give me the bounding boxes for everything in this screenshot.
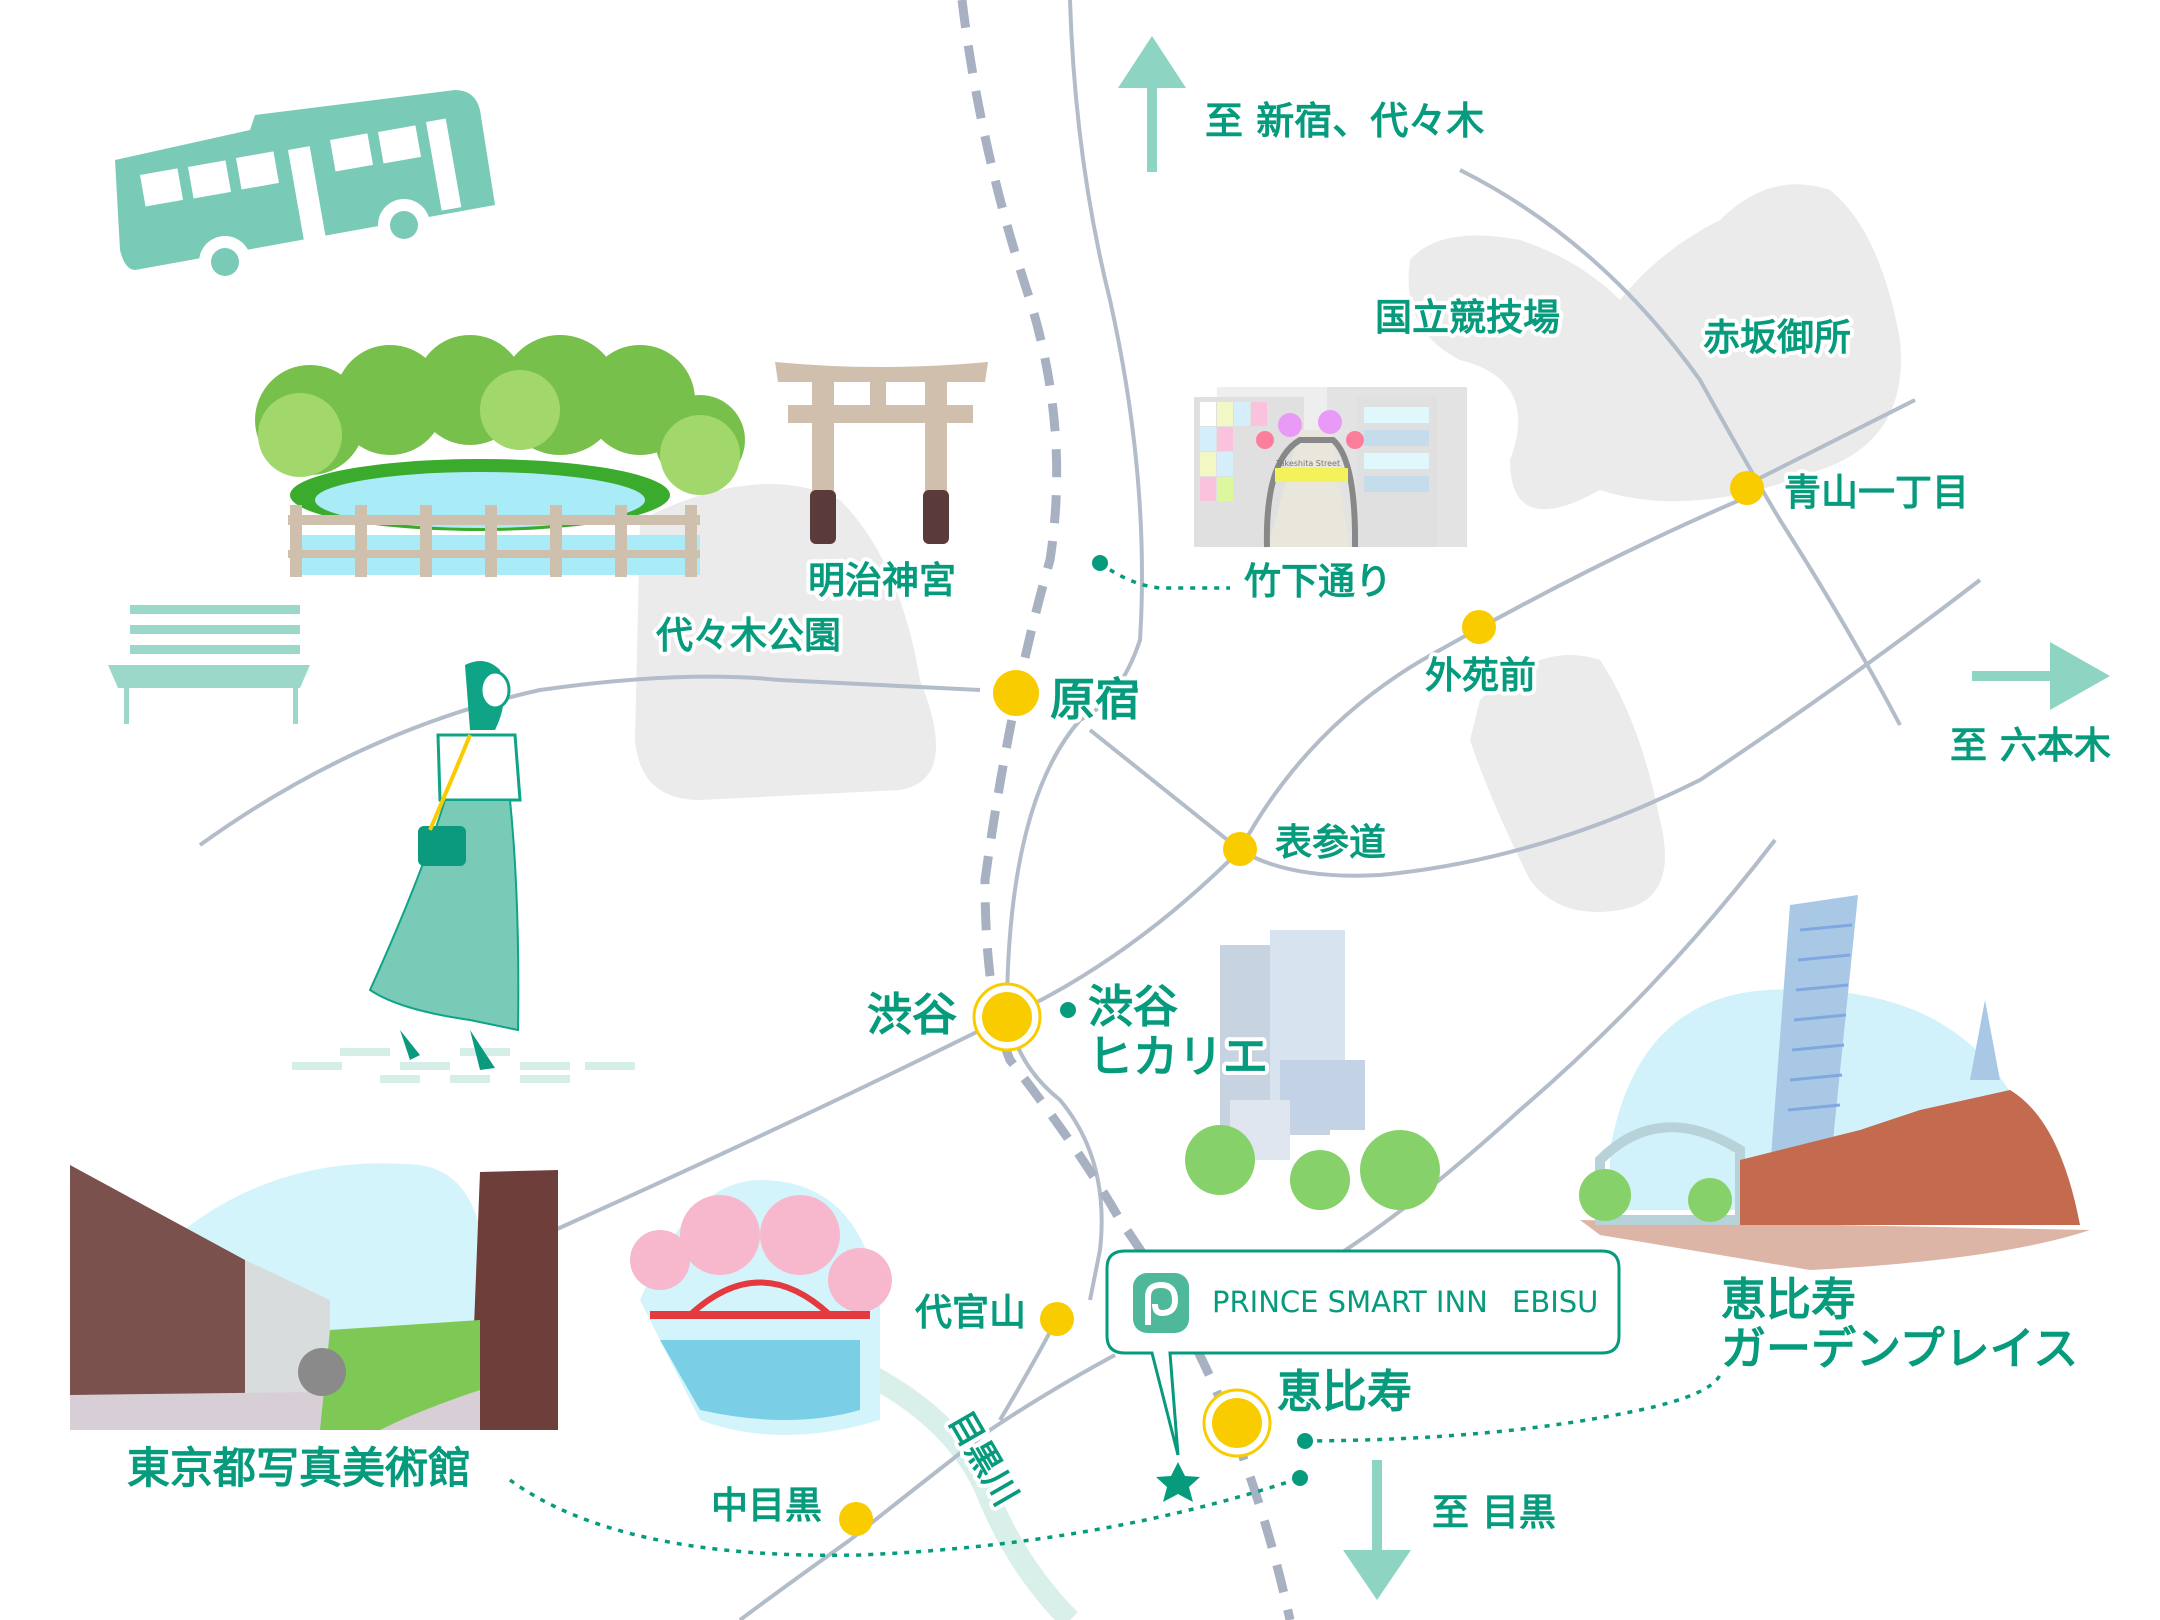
label-yoyogi-park[interactable]: 代々木公園 — [651, 610, 845, 661]
label-gaienmae[interactable]: 外苑前 — [1421, 650, 1540, 701]
jr-yamanote-line — [957, 0, 1295, 1620]
map-labels: 至 新宿、代々木 国立競技場 赤坂御所 青山一丁目 明治神宮 竹下通り 代々木公… — [123, 95, 2115, 1538]
direction-meguro: 至 目黒 — [1432, 1491, 1556, 1534]
direction-roppongi: 至 六本木 — [1950, 724, 2111, 767]
label-takeshita[interactable]: 竹下通り — [1240, 556, 1396, 607]
station-dot-nakameguro[interactable] — [839, 1502, 873, 1536]
stadium-area — [1408, 184, 1901, 510]
station-markers — [839, 471, 1764, 1536]
hotel-name: PRINCE SMART INN — [1212, 1285, 1488, 1319]
hotel-branch: EBISU — [1512, 1285, 1598, 1319]
yoyogi-area — [635, 484, 936, 800]
label-photo-museum[interactable]: 東京都写真美術館 — [123, 1440, 475, 1498]
bench-illustration — [108, 605, 310, 724]
label-aoyama-itchome[interactable]: 青山一丁目 — [1780, 467, 1973, 518]
cherry-blossom-bridge-illustration — [630, 1180, 892, 1435]
direction-shinjuku: 至 新宿、代々木 — [1205, 99, 1484, 143]
label-nakameguro[interactable]: 中目黒 — [707, 1480, 826, 1531]
label-meiji-jingu[interactable]: 明治神宮 — [804, 555, 960, 606]
hotel-logo-icon — [1133, 1273, 1189, 1333]
label-harajuku[interactable]: 原宿 — [1046, 669, 1144, 730]
leader-lines — [508, 555, 1722, 1558]
station-dot-harajuku[interactable] — [993, 670, 1039, 716]
takeshita-street-illustration: Takeshita Street — [1194, 387, 1467, 548]
roads — [198, 0, 1982, 1620]
station-dot-omotesando[interactable] — [1223, 832, 1257, 866]
label-daikanyama[interactable]: 代官山 — [910, 1287, 1030, 1338]
station-dot-gaienmae[interactable] — [1462, 610, 1496, 644]
label-akasaka-palace[interactable]: 赤坂御所 — [1699, 312, 1855, 363]
label-ebisu[interactable]: 恵比寿 — [1273, 1361, 1416, 1422]
label-garden-place-2[interactable]: ガーデンプレイス — [1717, 1318, 2082, 1379]
station-dot-aoyama[interactable] — [1730, 471, 1764, 505]
takeshita-sign-text: Takeshita Street — [1275, 459, 1340, 468]
label-garden-place-1[interactable]: 恵比寿 — [1717, 1269, 1860, 1330]
woman-walking-illustration — [292, 661, 635, 1083]
hotel-star-icon — [1156, 1462, 1200, 1502]
photo-museum-illustration — [70, 1163, 558, 1430]
bus-illustration — [115, 90, 495, 288]
label-national-stadium[interactable]: 国立競技場 — [1371, 292, 1564, 343]
ebisu-garden-place-illustration — [1579, 895, 2090, 1270]
yoyogi-park-illustration — [255, 335, 745, 577]
label-shibuya[interactable]: 渋谷 — [863, 984, 961, 1045]
torii-gate-illustration — [775, 362, 988, 544]
hotel-callout[interactable]: PRINCE SMART INN EBISU — [1105, 1249, 1621, 1502]
station-dot-ebisu[interactable] — [1202, 1388, 1272, 1458]
station-dot-shibuya[interactable] — [972, 982, 1042, 1052]
meguro-river — [855, 1360, 1078, 1620]
label-hikarie-1[interactable]: 渋谷 — [1084, 976, 1182, 1037]
hikarie-illustration — [1185, 930, 1440, 1210]
label-hikarie-2[interactable]: ヒカリエ — [1084, 1026, 1272, 1087]
direction-arrows — [1118, 36, 2110, 1600]
label-omotesando[interactable]: 表参道 — [1271, 817, 1390, 868]
station-dot-daikanyama[interactable] — [1040, 1302, 1074, 1336]
